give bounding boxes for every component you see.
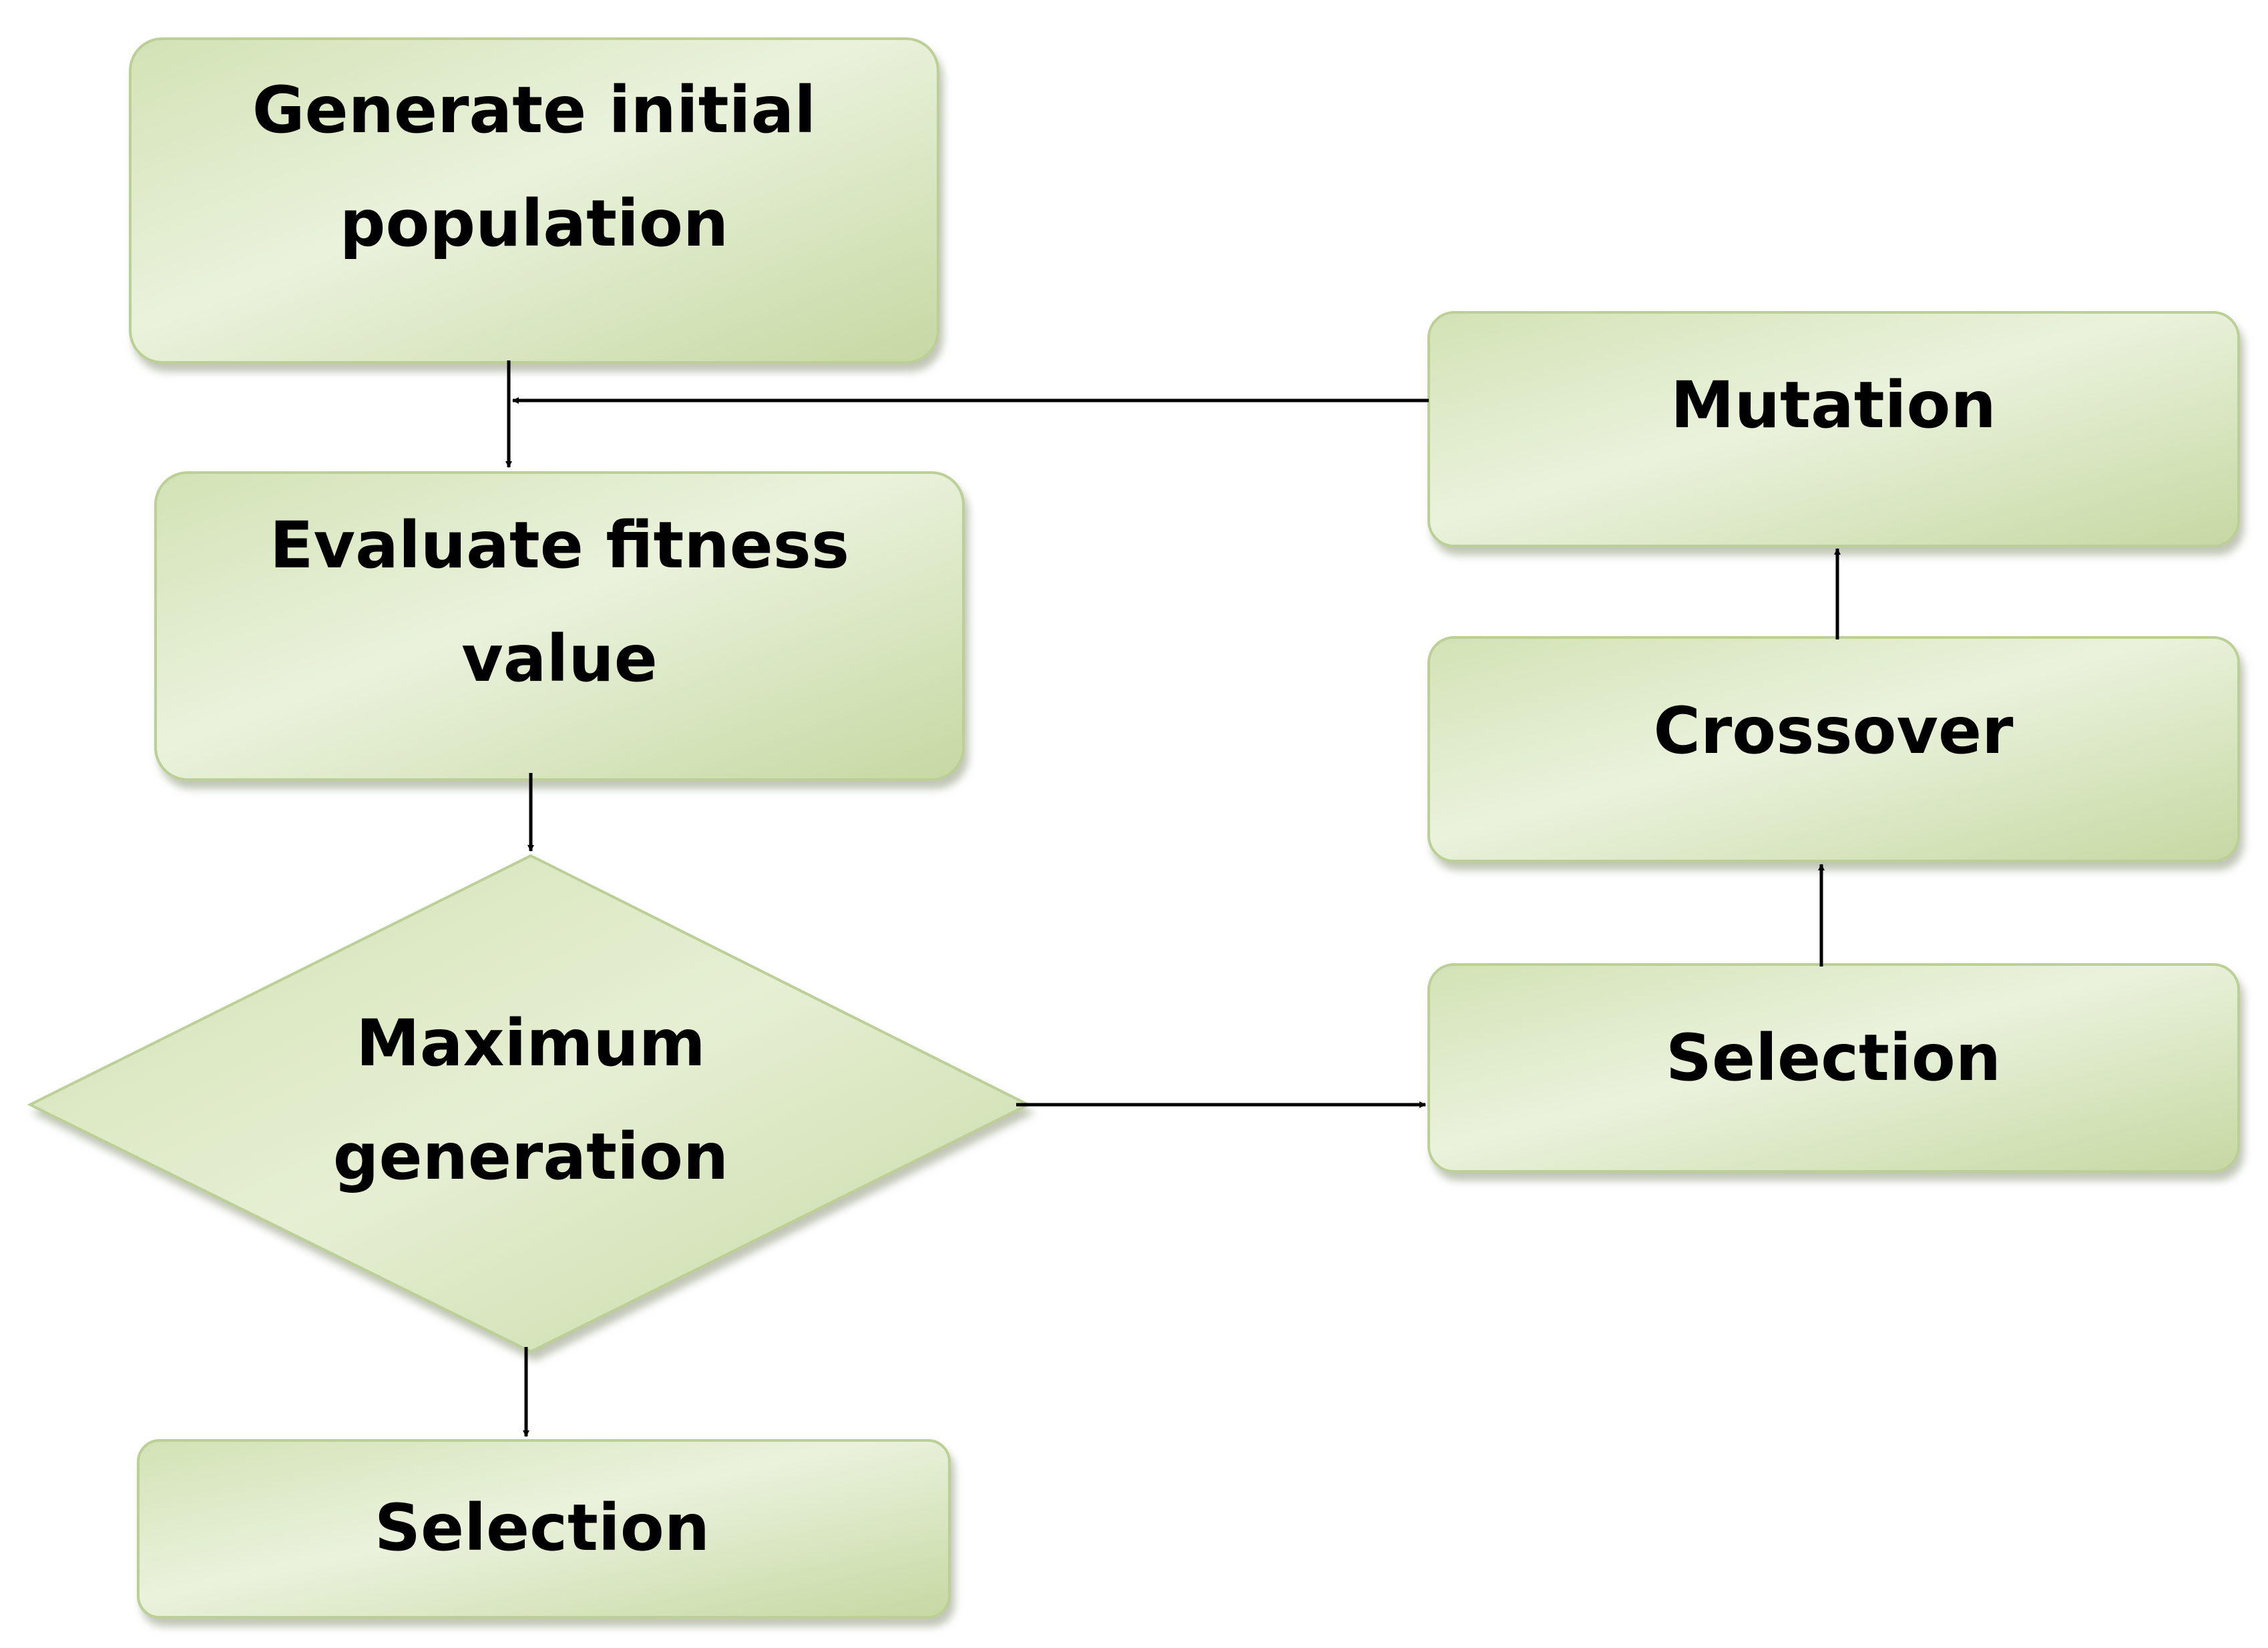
generate-initial-population-label-line2: population <box>340 186 729 261</box>
maximum-generation-decision: Maximum generation <box>27 854 1032 1354</box>
selection-label: Selection <box>1666 1021 2001 1095</box>
selection-output-box: Selection <box>137 1439 951 1619</box>
evaluate-fitness-value-label-line1: Evaluate fitness <box>270 508 849 583</box>
mutation-label: Mutation <box>1670 368 1996 443</box>
maximum-generation-label-line2: generation <box>333 1119 729 1194</box>
maximum-generation-label-line1: Maximum <box>356 1006 706 1081</box>
mutation-box: Mutation <box>1427 311 2240 547</box>
evaluate-fitness-value-box: Evaluate fitness value <box>154 471 965 781</box>
crossover-label: Crossover <box>1653 694 2014 768</box>
evaluate-fitness-value-label-line2: value <box>461 621 658 696</box>
selection-box: Selection <box>1427 963 2240 1173</box>
connectors <box>505 360 1841 1437</box>
crossover-box: Crossover <box>1427 636 2240 862</box>
generate-initial-population-box: Generate initial population <box>129 37 939 364</box>
generate-initial-population-label-line1: Generate initial <box>252 73 817 148</box>
selection-output-label: Selection <box>375 1490 710 1565</box>
